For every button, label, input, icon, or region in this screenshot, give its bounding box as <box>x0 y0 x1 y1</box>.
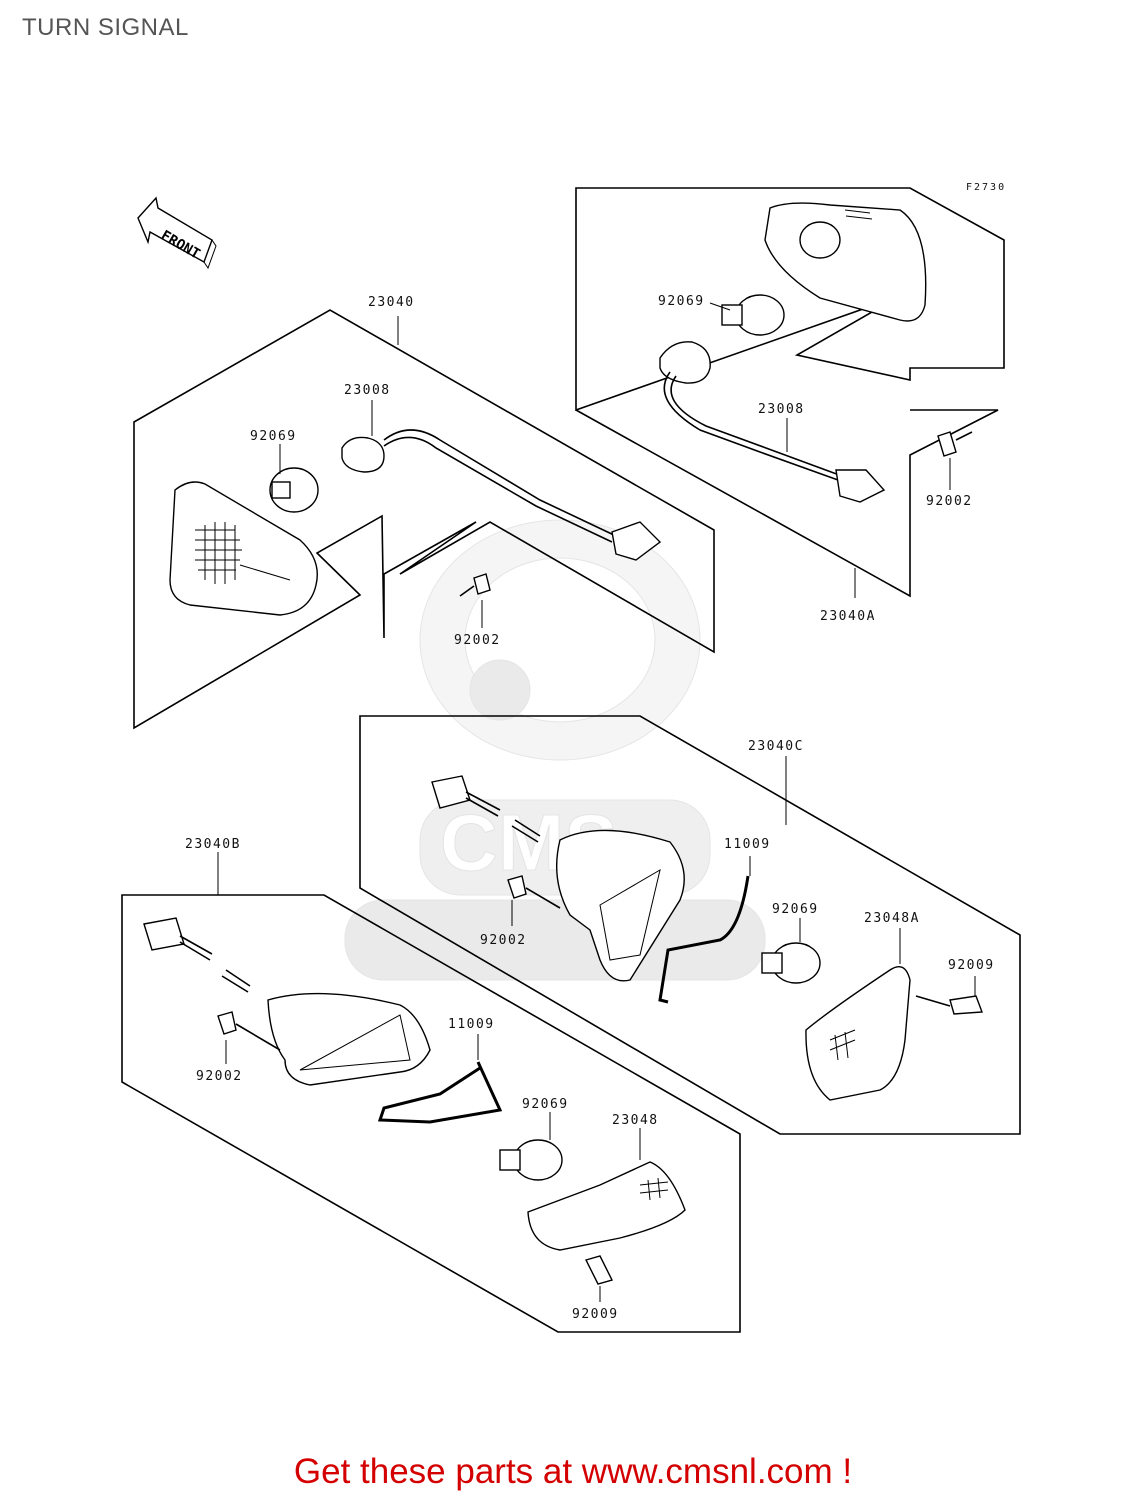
front-arrow-icon: FRONT <box>137 196 217 270</box>
label-92009-c: 92009 <box>948 958 995 973</box>
label-92002-c: 92002 <box>480 933 527 948</box>
label-92002-left: 92002 <box>454 633 501 648</box>
exploded-parts-diagram: CMS FRONT F2730 <box>121 182 1021 1333</box>
label-92069-c: 92069 <box>772 902 819 917</box>
label-92069-left: 92069 <box>250 429 297 444</box>
label-92009-b: 92009 <box>572 1307 619 1322</box>
cta-link[interactable]: Get these parts at www.cmsnl.com ! <box>293 1452 853 1491</box>
label-11009-c: 11009 <box>724 837 771 852</box>
label-11009-b: 11009 <box>448 1017 495 1032</box>
label-23040C: 23040C <box>748 739 804 754</box>
label-23048: 23048 <box>612 1113 659 1128</box>
label-23048A: 23048A <box>864 911 920 926</box>
watermark-logo: CMS <box>344 519 766 981</box>
label-92002-right: 92002 <box>926 494 973 509</box>
label-92002-b: 92002 <box>196 1069 243 1084</box>
group-23040A <box>575 187 1005 598</box>
group-23040C <box>359 715 1021 1135</box>
label-23008-left: 23008 <box>344 383 391 398</box>
figure-code: F2730 <box>966 182 1006 193</box>
label-23040B: 23040B <box>185 837 241 852</box>
group-23040 <box>133 309 715 730</box>
label-23040A: 23040A <box>820 609 876 624</box>
label-23040: 23040 <box>368 295 415 310</box>
label-92069-right: 92069 <box>658 294 705 309</box>
label-92069-b: 92069 <box>522 1097 569 1112</box>
label-23008-right: 23008 <box>758 402 805 417</box>
page-title: TURN SIGNAL <box>22 14 189 41</box>
group-23040B <box>121 894 741 1333</box>
